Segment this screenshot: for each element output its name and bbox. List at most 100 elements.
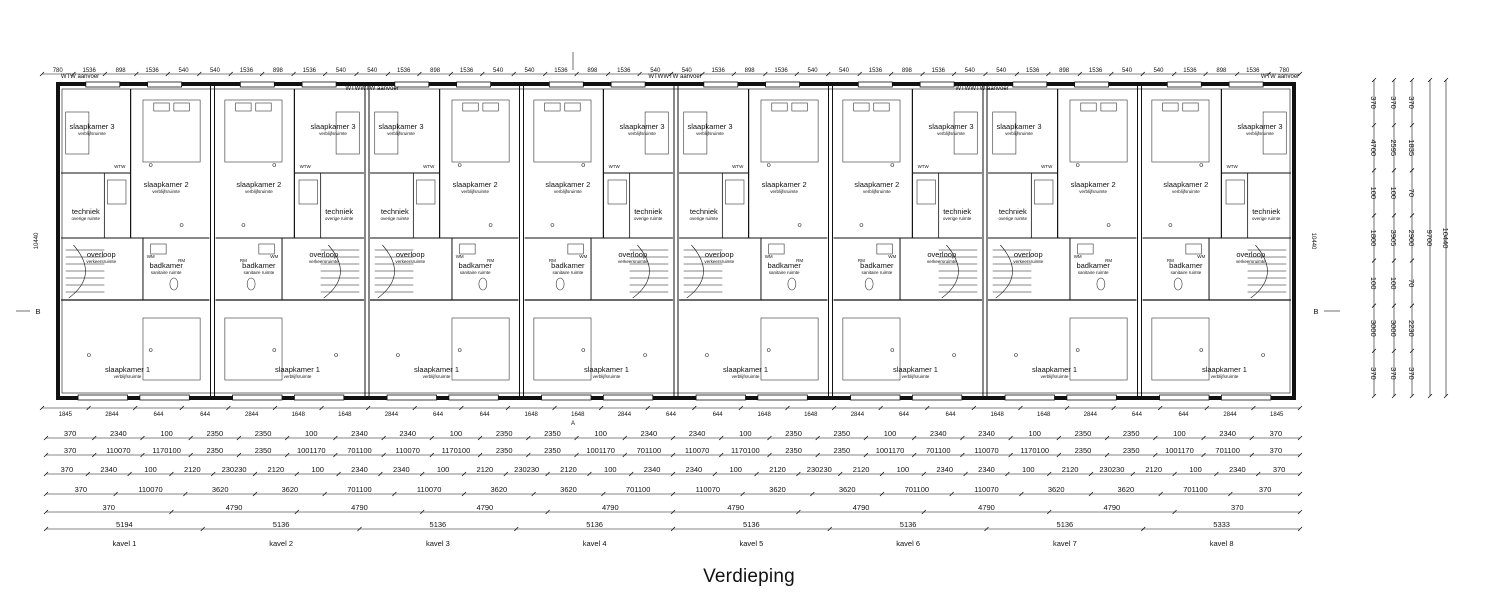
plot-dimension-row-1-tick bbox=[188, 435, 193, 441]
room-sub-label: verblijfsruimte bbox=[628, 131, 656, 136]
room-label-bedroom-3: slaapkamer 3 bbox=[687, 122, 732, 131]
bottom-dimension-value: 2844 bbox=[245, 412, 259, 418]
plot-dimension-row-5-value: 4790 bbox=[1104, 503, 1121, 512]
plot-dimension-row-2-value: 1170100 bbox=[731, 446, 760, 455]
pillow bbox=[1100, 102, 1117, 112]
ceiling-point bbox=[241, 223, 246, 227]
bed-single bbox=[683, 111, 708, 155]
plot-dimension-row-3-tick bbox=[1172, 471, 1177, 477]
plot-dimension-row-2-value: 370 bbox=[64, 446, 77, 455]
bed bbox=[1151, 317, 1210, 381]
window-bottom bbox=[77, 394, 128, 401]
ceiling-point bbox=[859, 223, 864, 227]
toilet bbox=[1096, 277, 1106, 291]
plot-dimension-row-2-tick bbox=[1056, 452, 1062, 458]
window-top bbox=[919, 81, 955, 88]
top-dimension-tick bbox=[920, 71, 925, 77]
right-dimension-tick bbox=[1391, 303, 1397, 308]
toilet bbox=[169, 277, 179, 291]
plot-dimension-row-3-value: 2120 bbox=[1145, 465, 1162, 474]
bottom-dimension-value: 644 bbox=[1132, 412, 1143, 418]
room-label-bedroom-2: slaapkamer 2 bbox=[453, 180, 498, 189]
stair-arc bbox=[323, 244, 341, 299]
room-label-bathroom: badkamer bbox=[767, 261, 801, 270]
plot-dimension-row-2-tick bbox=[333, 452, 338, 458]
room-sub-label: overige ruimte bbox=[381, 216, 410, 221]
room-sub-label: verblijfsruimte bbox=[732, 374, 760, 379]
ceiling-point bbox=[396, 353, 400, 357]
room-label-landing: overloop bbox=[1014, 250, 1043, 259]
plot-dimension-row-2-tick bbox=[718, 452, 724, 458]
bottom-dimension-value: 644 bbox=[1179, 412, 1190, 418]
right-dimension-value: 3905 bbox=[1389, 230, 1398, 247]
ceiling-point bbox=[1075, 163, 1080, 167]
plot-dimension-row-1-value: 100 bbox=[739, 429, 752, 438]
room-sub-label: overige ruimte bbox=[999, 216, 1028, 221]
plot-dimension-row-6-value: 5194 bbox=[116, 520, 133, 529]
fixture-label-wtw: WTW bbox=[300, 164, 312, 169]
bottom-dimension-tick bbox=[226, 405, 231, 411]
plot-dimension-row-5-tick bbox=[169, 509, 174, 515]
bottom-dimension-value: 2844 bbox=[1223, 412, 1237, 418]
bottom-dimension-tick bbox=[272, 405, 278, 411]
plot-dimension-row-2-tick bbox=[1201, 452, 1206, 458]
ceiling-point bbox=[272, 348, 277, 352]
right-dimension-tick bbox=[1371, 258, 1377, 263]
top-dimension-tick bbox=[39, 71, 45, 77]
washbasin bbox=[567, 243, 584, 255]
plot-dimension-row-1-value: 2350 bbox=[1075, 429, 1092, 438]
unit-5 bbox=[679, 89, 828, 301]
window-bottom bbox=[293, 394, 345, 401]
stair-arc bbox=[941, 244, 959, 299]
plot-dimension-row-6-tick bbox=[827, 526, 833, 532]
top-dimension-tick bbox=[228, 71, 233, 77]
bottom-dimension-tick bbox=[924, 405, 930, 411]
room-sub-label: verkeersruimte bbox=[927, 259, 957, 264]
right-dimension-value: 100 bbox=[1389, 187, 1398, 200]
room-label-bathroom: badkamer bbox=[1169, 261, 1203, 270]
window-bottom bbox=[1220, 394, 1272, 401]
bottom-dimension-tick bbox=[1111, 405, 1116, 411]
fixture-label-wm: WM bbox=[456, 254, 464, 259]
plot-dimension-row-5-value: 370 bbox=[102, 503, 115, 512]
fixture-label-rm: RM bbox=[1167, 258, 1174, 263]
plot-dimension-row-1-value: 2340 bbox=[1219, 429, 1236, 438]
plot-dimension-row-3-tick bbox=[1005, 471, 1010, 477]
plot-dimension-row-5-tick bbox=[1297, 509, 1303, 515]
window-top bbox=[765, 81, 800, 88]
top-dimension-tick bbox=[668, 71, 674, 77]
window-top bbox=[239, 81, 275, 88]
right-dimension-value: 100 bbox=[1389, 277, 1398, 290]
room-label-bedroom-1: slaapkamer 1 bbox=[893, 365, 938, 374]
plot-dimension-row-4-value: 110070 bbox=[138, 485, 162, 494]
ceiling-point bbox=[148, 348, 153, 352]
plot-dimension-row-2-tick bbox=[236, 452, 242, 458]
plot-label: kavel 8 bbox=[1210, 539, 1234, 548]
unit-4 bbox=[524, 89, 673, 301]
bottom-dimension-tick bbox=[39, 405, 45, 411]
ceiling-point bbox=[179, 223, 184, 227]
ceiling-point bbox=[457, 348, 462, 352]
pillow bbox=[462, 102, 479, 112]
bottom-dimension-tick bbox=[645, 405, 650, 411]
plot-dimension-row-3-tick bbox=[1088, 471, 1094, 477]
bed bbox=[533, 99, 592, 163]
top-dimension-value: 1536 bbox=[460, 68, 474, 74]
top-dimension-tick bbox=[259, 71, 265, 77]
plot-dimension-row-1-tick bbox=[1297, 435, 1303, 441]
bed-single bbox=[374, 111, 399, 155]
plot-dimension-row-3-value: 100 bbox=[437, 465, 450, 474]
window-top bbox=[147, 81, 183, 88]
bottom-dimension-tick bbox=[831, 405, 837, 411]
plot-dimension-row-1-tick bbox=[140, 435, 145, 441]
plot-dimension-row-3-tick bbox=[85, 471, 91, 477]
fixture-label-rm: RM bbox=[549, 258, 556, 263]
plot-dimension-row-1-tick bbox=[1201, 435, 1206, 441]
plot-dimension-row-3-tick bbox=[587, 471, 592, 477]
plot-dimension-row-5-tick bbox=[1172, 509, 1177, 515]
ceiling-point bbox=[1199, 163, 1204, 167]
top-dimension-tick bbox=[637, 71, 642, 77]
plot-dimension-row-3-value: 2120 bbox=[184, 465, 201, 474]
plot-dimension-row-2-value: 2350 bbox=[496, 446, 513, 455]
fixture-label-rm: RM bbox=[1105, 258, 1112, 263]
